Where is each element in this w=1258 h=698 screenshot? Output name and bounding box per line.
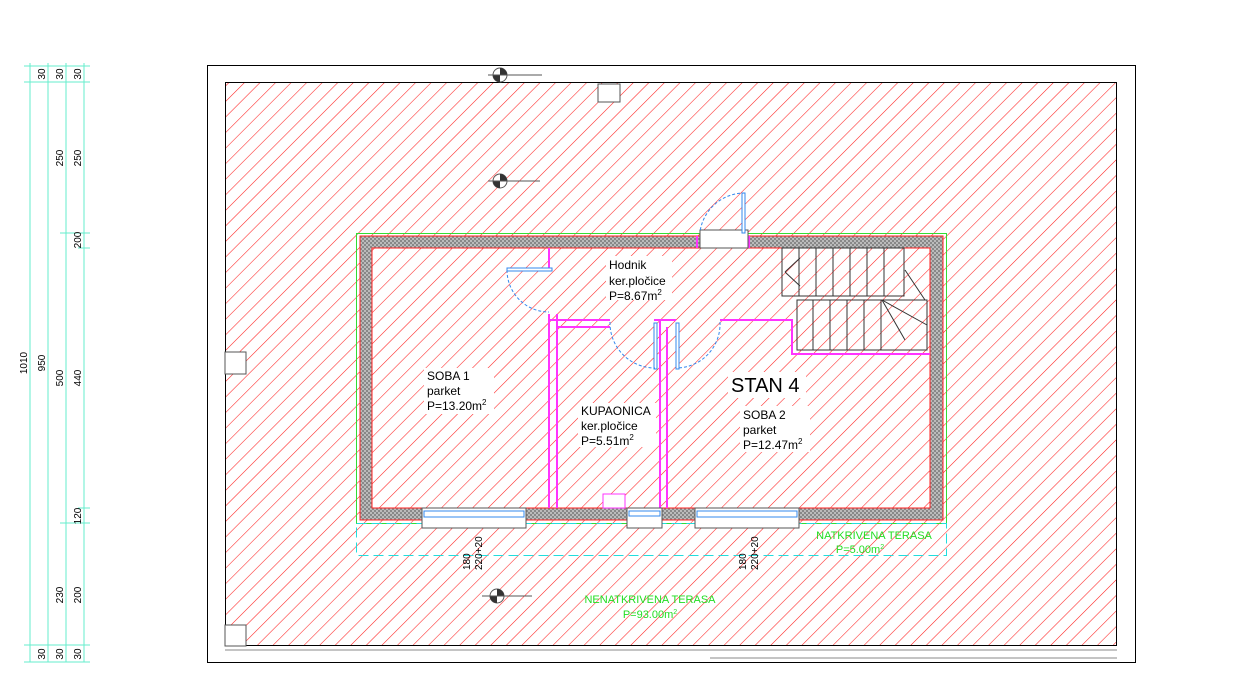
label-text: KUPAONICA xyxy=(581,404,651,418)
staircase xyxy=(781,247,928,351)
label-text: 230 xyxy=(55,586,66,603)
windows xyxy=(421,493,800,529)
label-text: Hodnik xyxy=(609,258,647,272)
label-text: 30 xyxy=(73,68,84,80)
label-text: P=5.51m2 xyxy=(581,433,634,448)
label-text: 30 xyxy=(37,68,48,80)
label-text: 250 xyxy=(73,149,84,166)
label-text: ker.pločice xyxy=(581,419,638,433)
label-text: 440 xyxy=(73,369,84,386)
dim-total: 1010 xyxy=(19,351,30,374)
room-kupaonica: KUPAONICA ker.pločice P=5.51m2 xyxy=(578,403,656,448)
room-labels: Hodnik ker.pločice P=8.67m2 SOBA 1 parke… xyxy=(424,256,810,452)
label-text: SOBA 2 xyxy=(743,408,786,422)
label-text: 220+20 xyxy=(474,536,485,570)
label-text: P=12.47m2 xyxy=(743,437,803,452)
dimension-chains xyxy=(24,63,90,663)
label-text: 120 xyxy=(73,507,84,524)
room-hodnik: Hodnik ker.pločice P=8.67m2 xyxy=(606,256,672,303)
room-soba-2: SOBA 2 parket P=12.47m2 xyxy=(740,406,810,452)
label-text: 950 xyxy=(37,354,48,371)
label-text: 180 xyxy=(738,553,749,570)
label-text: 30 xyxy=(37,648,48,660)
level-marker-icon xyxy=(482,67,542,604)
label-text: SOBA 1 xyxy=(427,369,470,383)
outer-frame xyxy=(207,65,1136,663)
label-text: 30 xyxy=(55,68,66,80)
label-text: 30 xyxy=(73,648,84,660)
drain-left xyxy=(224,351,247,375)
room-soba-1: SOBA 1 parket P=13.20m2 xyxy=(424,368,494,414)
terrace-labels: NATKRIVENA TERASA P=5.00m2 NENATKRIVENA … xyxy=(584,530,932,621)
label-text: P=13.20m2 xyxy=(427,398,487,413)
label-text: 200 xyxy=(73,586,84,603)
label-text: parket xyxy=(427,384,461,398)
label-text: 500 xyxy=(55,369,66,386)
apartment-title: STAN 4 xyxy=(731,375,800,397)
window-dimensions: 180 220+20 180 220+20 xyxy=(462,536,761,570)
label-text: parket xyxy=(743,423,777,437)
label-text: 250 xyxy=(55,149,66,166)
label-text: NENATKRIVENA TERASA xyxy=(584,594,716,606)
label-text: 30 xyxy=(55,648,66,660)
drain-bottom xyxy=(224,624,247,647)
label-text: 180 xyxy=(462,553,473,570)
label-text: P=8.67m2 xyxy=(609,288,662,303)
label-text: P=93.00m2 xyxy=(623,609,677,621)
label-text: 220+20 xyxy=(750,536,761,570)
dimension-labels: 1010 30 950 30 30 250 500 230 30 30 250 … xyxy=(19,68,84,660)
label-text: 200 xyxy=(73,231,84,248)
drain-top xyxy=(597,83,621,103)
label-text: NATKRIVENA TERASA xyxy=(816,530,932,542)
label-text: ker.pločice xyxy=(609,274,666,288)
label-text: P=5.00m2 xyxy=(836,544,884,556)
